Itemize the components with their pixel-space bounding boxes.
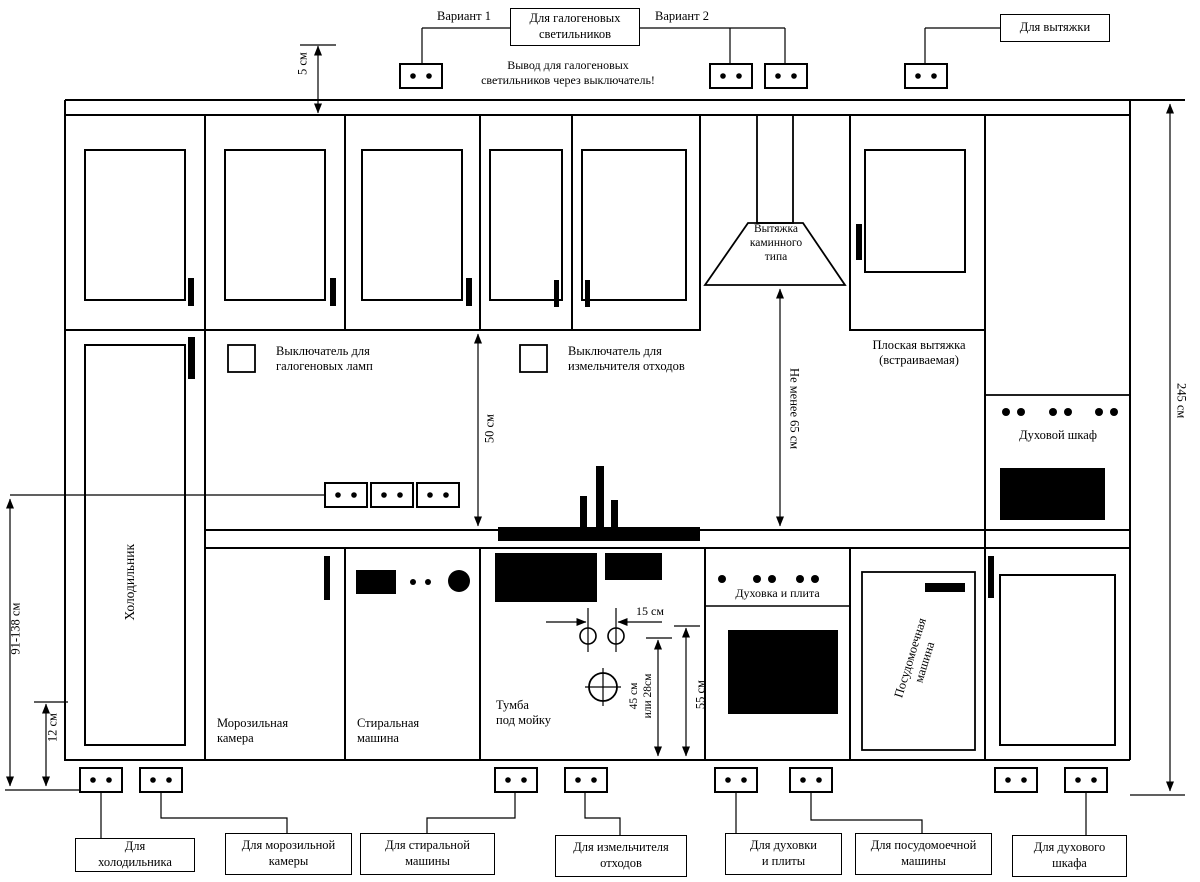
- washer-door-icon: [448, 570, 470, 592]
- cabinet-door: [224, 149, 326, 301]
- faucet-icon: [596, 466, 604, 527]
- washer-label: Стиральная машина: [357, 716, 420, 746]
- halogen-lights-callout: Для галогеновых светильников: [510, 8, 640, 46]
- control-panel: [356, 570, 396, 594]
- dim-15cm-label: 15 см: [636, 604, 664, 618]
- outlets: [79, 63, 1108, 793]
- door-handle: [466, 278, 472, 306]
- door-handle: [554, 280, 559, 307]
- sink-basin: [495, 553, 597, 602]
- outlet-icon: [904, 63, 948, 89]
- cabinet-door: [489, 149, 563, 301]
- door-handle: [988, 556, 994, 598]
- outlet-icon: [416, 482, 460, 508]
- upper-cabinets: [64, 114, 986, 331]
- outlet-icon: [764, 63, 808, 89]
- built-in-oven-label: Духовой шкаф: [1019, 428, 1097, 442]
- valve-icon: [607, 627, 625, 645]
- outlet-icon: [139, 767, 183, 793]
- door-handle: [856, 224, 862, 260]
- switch-icon: [227, 344, 256, 373]
- outlet-icon: [709, 63, 753, 89]
- dim-45cm-label: 45 см или 28см: [627, 673, 654, 719]
- dim-65cm-label: Не менее 65 см: [787, 368, 802, 450]
- oven-door: [728, 630, 838, 714]
- outlet-icon: [1064, 767, 1108, 793]
- switch-icon: [519, 344, 548, 373]
- sink-rim: [498, 527, 700, 541]
- cabinet-door: [864, 149, 966, 273]
- dim-50cm-label: 50 см: [482, 414, 497, 444]
- halogen-switch-label: Выключатель для галогеновых ламп: [276, 344, 373, 374]
- sink-cabinet-label: Тумба под мойку: [496, 698, 552, 728]
- valve-icon: [579, 627, 597, 645]
- variant-2-label: Вариант 2: [655, 9, 709, 23]
- outlet-callout-oven: Для духового шкафа: [1012, 835, 1127, 877]
- outlet-icon: [79, 767, 123, 793]
- hood-callout: Для вытяжки: [1000, 14, 1110, 42]
- chimney-hood-icon: [703, 114, 847, 286]
- halogen-note: Вывод для галогеновых светильников через…: [481, 58, 655, 87]
- faucet-icon: [611, 500, 618, 527]
- outlet-callout-dishwasher: Для посудомоечной машины: [855, 833, 992, 875]
- outlet-icon: [370, 482, 414, 508]
- flat-hood-label: Плоская вытяжка (встраиваемая): [872, 338, 966, 368]
- door-handle: [330, 278, 336, 306]
- outlet-icon: [494, 767, 538, 793]
- dimension-lines: [5, 44, 1185, 796]
- dim-55cm-label: 55 см: [693, 680, 708, 710]
- sink-cabinet: [479, 466, 706, 761]
- stove-label: Духовка и плита: [735, 586, 820, 600]
- connector-lines-top: [421, 27, 1000, 64]
- outlet-icon: [994, 767, 1038, 793]
- outlet-callout-fridge: Для холодильника: [75, 838, 195, 872]
- connector-lines-bottom: [100, 792, 1087, 838]
- door-handle: [188, 337, 195, 379]
- cabinet-door: [581, 149, 687, 301]
- outlet-callout-washer: Для стиральной машины: [360, 833, 495, 875]
- cabinet-door: [84, 344, 186, 746]
- upper-cabinet: [344, 114, 481, 331]
- outlet-callout-disposer: Для измельчителя отходов: [555, 835, 687, 877]
- door-handle: [324, 556, 330, 600]
- built-in-oven-door: [1000, 468, 1105, 520]
- outlet-icon: [399, 63, 443, 89]
- cabinet-door: [361, 149, 463, 301]
- disposer-switch-label: Выключатель для измельчителя отходов: [568, 344, 685, 374]
- upper-cabinet: [571, 114, 701, 331]
- outlet-icon: [324, 482, 368, 508]
- cabinet-door: [999, 574, 1116, 746]
- dim-245cm-label: 245 см: [1174, 382, 1189, 419]
- cabinet-door: [84, 149, 186, 301]
- freezer-label: Морозильная камера: [217, 716, 289, 746]
- valve-icons: [579, 608, 625, 706]
- door-handle: [925, 583, 965, 592]
- dim-91cm-label: 91-138 см: [8, 602, 23, 655]
- door-handle: [585, 280, 590, 307]
- door-handle: [188, 278, 194, 306]
- variant-1-label: Вариант 1: [437, 9, 491, 23]
- outlet-callout-freezer: Для морозильной камеры: [225, 833, 352, 875]
- chimney-hood-label: Вытяжка каминного типа: [749, 223, 803, 264]
- dim-12cm-label: 12 см: [45, 713, 60, 743]
- outlet-icon: [714, 767, 758, 793]
- outlet-icon: [789, 767, 833, 793]
- dim-5cm-label: 5 см: [295, 52, 310, 76]
- fridge-label: Холодильник: [121, 543, 137, 621]
- switch-icons: [227, 344, 548, 373]
- outlet-icon: [564, 767, 608, 793]
- outlet-callout-stove: Для духовки и плиты: [725, 833, 842, 875]
- sink-basin: [605, 553, 662, 580]
- faucet-icon: [580, 496, 587, 527]
- fridge-cabinet: [64, 329, 206, 761]
- stove: [704, 547, 851, 761]
- dishwasher: [849, 547, 986, 761]
